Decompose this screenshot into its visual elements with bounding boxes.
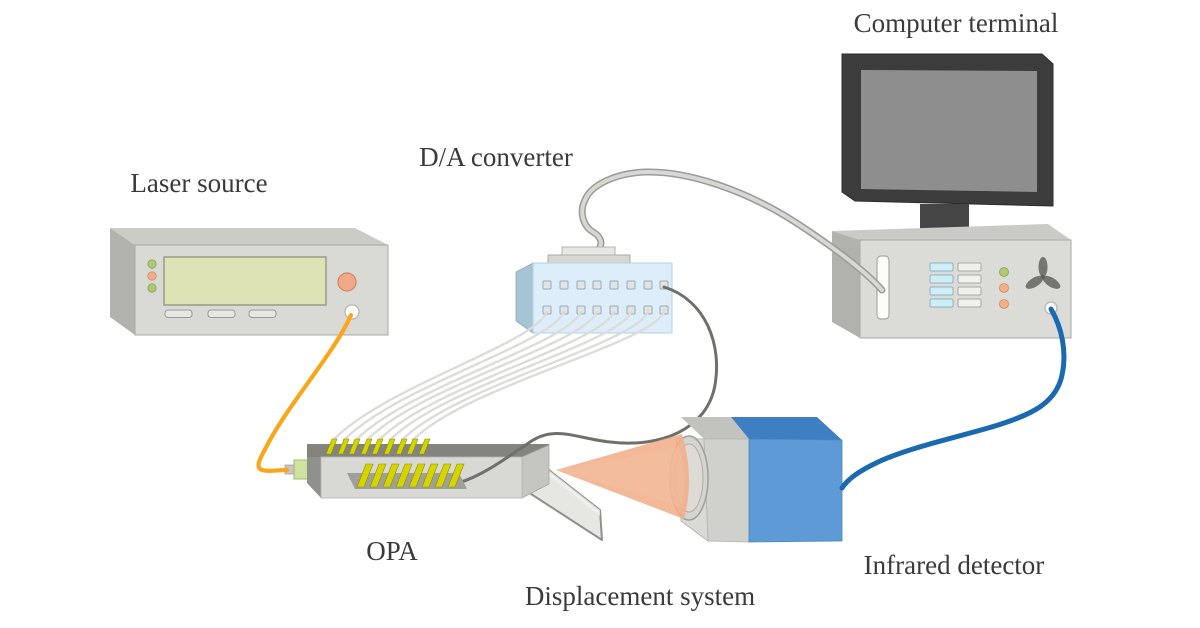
case-top-face xyxy=(832,224,1071,240)
monitor-screen xyxy=(861,70,1037,192)
detector-top-gray xyxy=(681,417,749,439)
opa-inner-recess xyxy=(347,463,467,489)
da-top-slab-upper xyxy=(561,246,616,256)
fan-icon xyxy=(1025,257,1061,289)
infrared-detector-device xyxy=(669,417,843,543)
case-status-leds xyxy=(999,267,1009,309)
infrared-beam xyxy=(556,434,690,519)
laser-status-leds xyxy=(147,259,157,293)
label-laser-source: Laser source xyxy=(130,168,267,198)
da-to-computer-cable xyxy=(578,168,886,294)
opa-inner-pins xyxy=(356,463,465,488)
opa-fiber-connector-green xyxy=(293,459,310,480)
case-cyan-buttons xyxy=(929,262,954,308)
laser-power-knob xyxy=(337,272,357,292)
detector-top-blue xyxy=(731,417,842,440)
laser-lcd-screen xyxy=(163,256,327,306)
laser-top-face xyxy=(110,228,388,245)
label-infrared-detector: Infrared detector xyxy=(864,550,1045,580)
opa-left-cap xyxy=(307,444,321,498)
laser-fiber-cable xyxy=(256,312,354,473)
computer-terminal-device xyxy=(832,53,1072,339)
laser-left-face xyxy=(110,228,135,335)
laser-front-buttons xyxy=(164,309,277,318)
laser-source-device xyxy=(110,228,389,336)
opa-top-pins xyxy=(325,438,431,455)
label-opa: OPA xyxy=(366,536,418,566)
detector-mid-strip xyxy=(703,438,750,543)
da-to-opa-ribbon-wires xyxy=(331,310,666,442)
da-to-opa-signal-cable xyxy=(456,285,719,485)
da-left-face xyxy=(515,262,534,334)
case-white-buttons xyxy=(957,262,982,308)
label-da-converter: D/A converter xyxy=(419,142,573,172)
case-left-face xyxy=(832,231,860,338)
label-computer-terminal: Computer terminal xyxy=(854,8,1059,38)
detector-to-computer-cable xyxy=(839,306,1067,491)
detector-blue-body xyxy=(748,438,843,543)
label-displacement-system: Displacement system xyxy=(525,581,755,611)
